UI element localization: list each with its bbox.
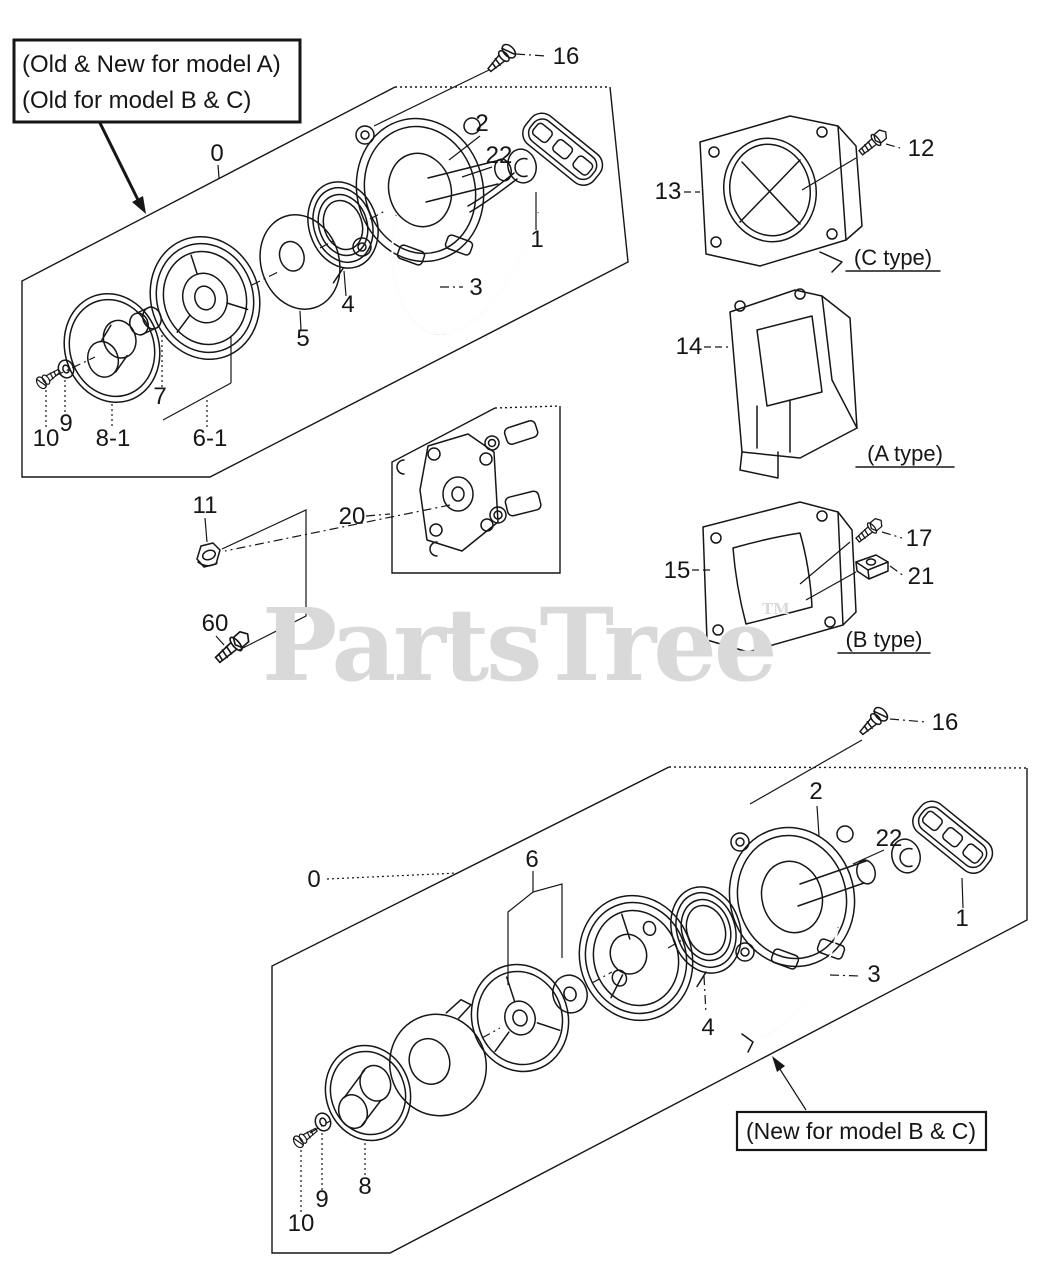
pawl-parts-drawing: [396, 419, 542, 557]
part-label-top-0: 0: [210, 140, 223, 167]
starter-case-2-bottom-drawing: [728, 825, 876, 970]
part-label-right-21: 21: [908, 563, 935, 590]
watermark: PartsTree TM: [262, 586, 790, 704]
handle-1-top-drawing: [507, 112, 604, 186]
part-label-right-17: 17: [906, 525, 933, 552]
part-label-bot-10: 10: [288, 1210, 315, 1237]
starter-case-2-top-drawing: [352, 117, 512, 266]
reel-drawing: [470, 963, 570, 1073]
part-label-top-5: 5: [296, 325, 309, 352]
watermark-tm: TM: [762, 600, 790, 618]
part-label-bot-3: 3: [867, 961, 880, 988]
c-type-label: (C type): [854, 245, 932, 270]
part-label-bot-1: 1: [955, 905, 968, 932]
screw-16-top-drawing: [483, 41, 519, 77]
pulley-8-1-drawing: [63, 292, 161, 404]
rope-reel-drawing: [578, 894, 694, 1022]
top-annotation-box: (Old & New for model A) (Old for model B…: [12, 38, 302, 214]
a-type-label: (A type): [867, 441, 943, 466]
part-label-top-2: 2: [475, 110, 488, 137]
annotation-arrowhead: [132, 196, 146, 214]
part-label-top-1: 1: [530, 226, 543, 253]
bottom-assembly-boundary: [271, 766, 1028, 1254]
part-label-bot-6: 6: [525, 846, 538, 873]
rope-guide-3-top-drawing: [391, 212, 539, 336]
part-label-bot-22: 22: [876, 825, 903, 852]
part-label-right-13: 13: [655, 178, 682, 205]
fan-case-14-a-type-drawing: [729, 288, 858, 479]
rope-guide-3-bottom-drawing: [741, 927, 839, 1053]
part-label-top-3: 3: [469, 274, 482, 301]
bottom-annotation-text: (New for model B & C): [746, 1118, 976, 1144]
watermark-text: PartsTree: [262, 586, 775, 704]
part-label-top-4: 4: [341, 291, 354, 318]
bottom-assembly-parts: [290, 704, 994, 1213]
screw-12-drawing: [855, 126, 891, 159]
nut-11-drawing: [196, 542, 221, 568]
top-assembly-boundary: [21, 86, 629, 478]
pulley-8-drawing: [324, 1044, 412, 1142]
top-assembly-parts: [33, 41, 604, 429]
bottom-annotation-box: (New for model B & C): [735, 1056, 988, 1152]
annotation-box-border: [12, 38, 302, 124]
part-label-bot-16: 16: [932, 709, 959, 736]
handle-1-bottom-drawing: [891, 800, 994, 874]
part-label-mid-20: 20: [339, 503, 366, 530]
part-label-top-8-1: 8-1: [96, 425, 131, 452]
screw-10-bottom-drawing: [290, 1123, 321, 1150]
annotation-arrow-line: [98, 121, 143, 208]
part-label-bot-8: 8: [358, 1173, 371, 1200]
part-label-bot-4: 4: [701, 1014, 714, 1041]
part-label-top-10: 10: [33, 425, 60, 452]
fan-case-15-b-type-drawing: [702, 501, 857, 653]
assembly-6-bracket: [507, 871, 563, 985]
spiral-spring-4-top-drawing: [307, 181, 379, 284]
part-label-bot-2: 2: [809, 778, 822, 805]
bottom-annotation-arrowhead: [772, 1056, 785, 1072]
starter-rope-22-top-drawing2: [469, 178, 518, 213]
part-label-top-7: 7: [153, 383, 166, 410]
part-label-top-6-1: 6-1: [193, 425, 228, 452]
annotation-line1: (Old & New for model A): [22, 51, 281, 78]
part-label-top-16: 16: [553, 43, 580, 70]
washer-plate-5-drawing: [259, 214, 341, 310]
part-label-mid-60: 60: [202, 610, 229, 637]
pawl-kit-20-box: [365, 405, 561, 574]
part-label-right-14: 14: [676, 333, 703, 360]
part-label-right-12: 12: [908, 135, 935, 162]
screw-17-drawing: [852, 514, 886, 546]
small-washer-drawing: [552, 974, 588, 1014]
annotation-line2: (Old for model B & C): [22, 87, 251, 114]
part-label-top-9: 9: [59, 410, 72, 437]
spiral-spring-4-bottom-drawing: [670, 886, 742, 988]
part-label-bot-9: 9: [315, 1186, 328, 1213]
part-label-bot-0: 0: [307, 866, 320, 893]
right-column: (C type) (A type): [684, 115, 955, 654]
bottom-annotation-border: [735, 1110, 988, 1152]
reel-6-1-drawing: [149, 235, 261, 361]
b-type-label: (B type): [845, 627, 922, 652]
part-label-top-22: 22: [486, 142, 513, 169]
friction-plate-drawing: [388, 998, 488, 1117]
starter-rope-22-top-drawing: [467, 172, 515, 207]
part-label-right-15: 15: [664, 557, 691, 584]
pawl-plate-drawing: [419, 433, 499, 552]
fan-case-13-c-type-drawing: [699, 115, 863, 273]
part-label-mid-11: 11: [193, 492, 218, 519]
middle-parts: [196, 405, 561, 667]
clip-nut-21-drawing: [855, 554, 889, 580]
screw-16-bottom-drawing: [855, 704, 891, 740]
